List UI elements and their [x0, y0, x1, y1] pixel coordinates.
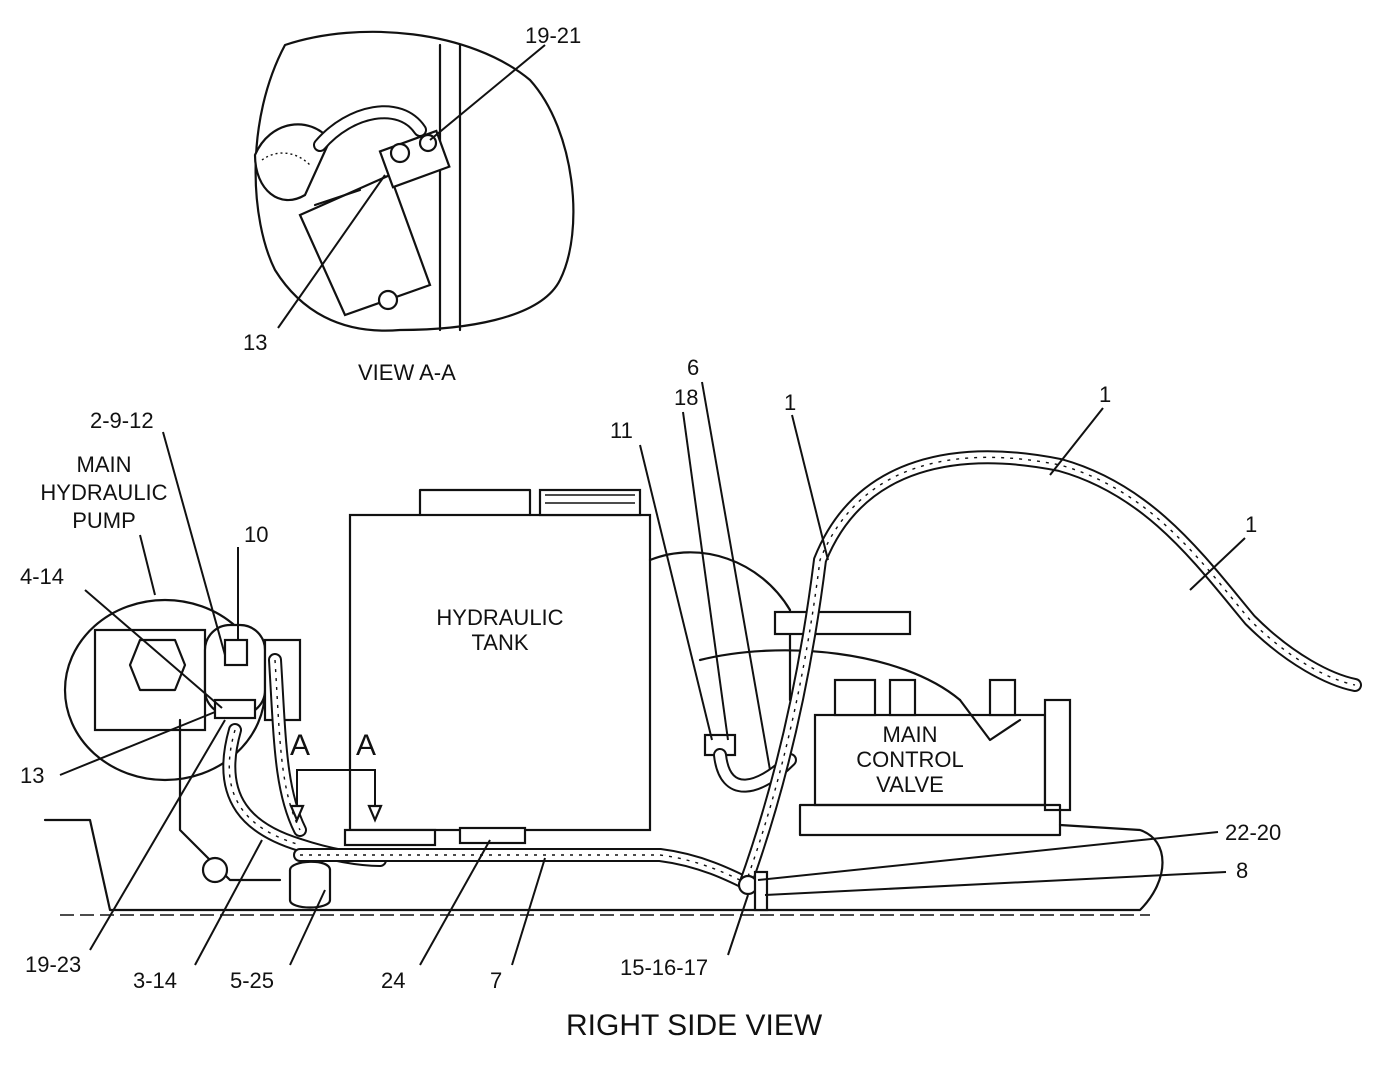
callout-3-14: 3-14 [133, 968, 177, 993]
callout-13-inset: 13 [243, 330, 267, 355]
callout-6: 6 [687, 355, 699, 380]
callout-19-21-inset: 19-21 [525, 23, 581, 48]
frame-rail [43, 818, 1164, 912]
callout-1-first: 1 [784, 390, 796, 415]
label-hydraulic-tank-1: HYDRAULIC [436, 605, 563, 630]
label-main-control-valve-2: CONTROL [856, 747, 964, 772]
clip-8 [753, 870, 769, 912]
callout-22-20: 22-20 [1225, 820, 1281, 845]
tank-bracket-24 [458, 826, 527, 845]
hydraulic-tank [348, 513, 652, 832]
label-main-control-valve-3: VALVE [876, 772, 944, 797]
callout-18: 18 [674, 385, 698, 410]
label-main-hydraulic-pump-3: PUMP [72, 508, 136, 533]
view-aa-filter [253, 123, 332, 202]
label-main-hydraulic-pump-2: HYDRAULIC [40, 480, 167, 505]
callout-5-25: 5-25 [230, 968, 274, 993]
pump-body [93, 628, 207, 732]
callout-13: 13 [20, 763, 44, 788]
callout-8: 8 [1236, 858, 1248, 883]
view-aa-inset: 19-21 13 VIEW A-A [243, 23, 581, 385]
label-main-control-valve-1: MAIN [883, 722, 938, 747]
callout-11: 11 [610, 418, 633, 443]
view-aa-block [298, 173, 432, 317]
hose-bracket [773, 610, 912, 636]
section-mark-a-left: A [290, 729, 310, 762]
callout-19-23: 19-23 [25, 952, 81, 977]
callout-10: 10 [244, 522, 268, 547]
label-main-hydraulic-pump-1: MAIN [77, 452, 132, 477]
view-aa-outline [254, 30, 575, 332]
fitting-10 [223, 638, 249, 667]
right-side-view: A A MAIN HYDRAULIC PUMP HYDRAULIC TANK M… [20, 355, 1362, 1042]
callout-1-second: 1 [1099, 382, 1111, 407]
callout-7: 7 [490, 968, 502, 993]
view-aa-title: VIEW A-A [358, 360, 456, 385]
hose-clamp-5 [288, 860, 332, 909]
section-mark-a-right: A [356, 729, 376, 762]
fitting-13 [213, 698, 257, 720]
callout-15-16-17: 15-16-17 [620, 955, 708, 980]
callout-1-third: 1 [1245, 512, 1257, 537]
right-side-view-title: RIGHT SIDE VIEW [566, 1009, 823, 1042]
label-hydraulic-tank-2: TANK [471, 630, 528, 655]
callout-4-14: 4-14 [20, 564, 64, 589]
callout-24: 24 [381, 968, 405, 993]
callout-2-9-12: 2-9-12 [90, 408, 154, 433]
